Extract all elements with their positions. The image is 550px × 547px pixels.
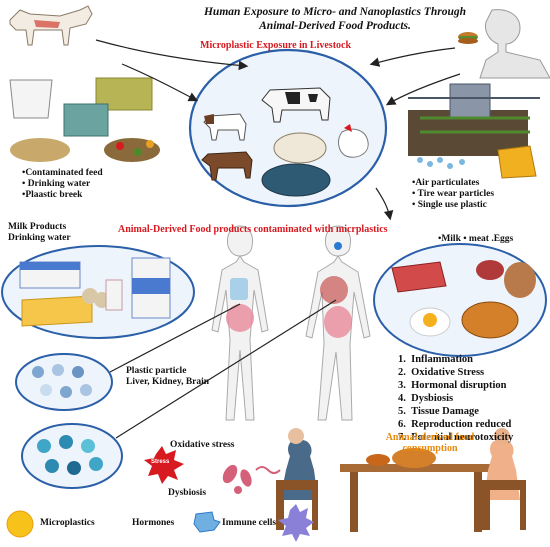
feed-source-item: • Drinking water — [22, 179, 91, 189]
dysbiosis-label: Dysbiosis — [168, 488, 207, 498]
particles-2 — [37, 435, 103, 475]
consumption-label: Animal-derived food consumption — [372, 432, 488, 454]
feed-illustration — [9, 77, 160, 162]
human-figures — [211, 225, 371, 421]
food-types-label: •Milk • meat .Eggs — [438, 234, 514, 244]
title-line-1: Human Exposure to Micro- and Nanoplastic… — [203, 6, 466, 18]
line-to-particle-circle-2 — [115, 299, 337, 439]
line-to-particle-circle-1 — [109, 303, 241, 373]
air-source-item: •Air particulates — [412, 178, 480, 188]
legend-hormones: Hormones — [132, 518, 175, 528]
particles-1 — [32, 364, 92, 398]
feed-source-item: •Contaminated feed — [22, 168, 103, 178]
arrow-field-to-livestock — [385, 73, 461, 106]
person-eating-illustration — [458, 9, 550, 79]
immune-cells-legend-icon — [193, 511, 221, 533]
feed-sources-list: •Contaminated feed • Drinking water •Pla… — [22, 168, 103, 201]
health-effect-item: 4. Dysbiosis — [398, 393, 454, 404]
milk-water-item: Milk Products — [8, 222, 67, 232]
plastic-particle-label: Plastic particle Liver, Kidney, Brain — [126, 366, 209, 388]
livestock-heading: Microplastic Exposure in Livestock — [200, 40, 352, 51]
legend-immune-cells: Immune cells — [222, 518, 277, 528]
immune-cell-illustration — [278, 504, 314, 542]
plastic-particle-line: Plastic particle — [126, 366, 187, 376]
arrow-horse-to-livestock — [95, 39, 249, 71]
consumption-line: Animal-derived food — [385, 432, 475, 443]
air-sources-list: •Air particulates • Tire wear particles … — [412, 178, 494, 211]
arrow-livestock-to-food — [375, 187, 394, 221]
particle-circle-1 — [15, 353, 113, 411]
consumption-line: consumption — [402, 443, 458, 454]
dairy-products-illustration — [19, 257, 171, 327]
air-source-item: • Single use plastic — [412, 200, 487, 210]
horse-illustration — [9, 5, 93, 46]
health-effect-item: 6. Reproduction reduced — [398, 419, 512, 430]
health-effects-list: 1. Inflammation 2. Oxidative Stress 3. H… — [398, 353, 513, 444]
meat-eggs-illustration — [391, 260, 536, 339]
health-effect-item: 1. Inflammation — [398, 354, 473, 365]
health-effect-item: 2. Oxidative Stress — [398, 367, 485, 378]
milk-water-label: Milk Products Drinking water — [8, 222, 71, 244]
livestock-animals — [201, 87, 369, 197]
feed-source-item: •Plaastic breek — [22, 190, 83, 200]
bacteria-icon — [222, 464, 281, 494]
arrow-feed-to-livestock — [121, 63, 199, 102]
health-effect-item: 5. Tissue Damage — [398, 406, 479, 417]
stress-burst-icon — [144, 446, 184, 484]
microplastics-legend-icon — [6, 510, 34, 538]
arrow-person-to-livestock — [369, 47, 456, 67]
legend-microplastics: Microplastics — [40, 518, 95, 528]
stress-badge-label: Stress — [151, 459, 170, 465]
particle-circle-2 — [21, 423, 123, 489]
milk-water-item: Drinking water — [8, 233, 71, 243]
health-effect-item: 3. Hormonal disruption — [398, 380, 507, 391]
food-heading: Animal-Derived Food products contaminate… — [118, 224, 388, 235]
air-source-item: • Tire wear particles — [412, 189, 495, 199]
health-effect-item: 7. Potential neurotoxicity — [398, 432, 514, 443]
plastic-particle-line: Liver, Kidney, Brain — [126, 377, 210, 387]
tractor-field-illustration — [408, 83, 540, 179]
oxidative-stress-label: Oxidative stress — [170, 440, 235, 450]
title-line-2: Animal-Derived Food Products. — [259, 20, 411, 32]
dining-scene-illustration — [276, 428, 526, 532]
food-circle — [373, 243, 547, 357]
